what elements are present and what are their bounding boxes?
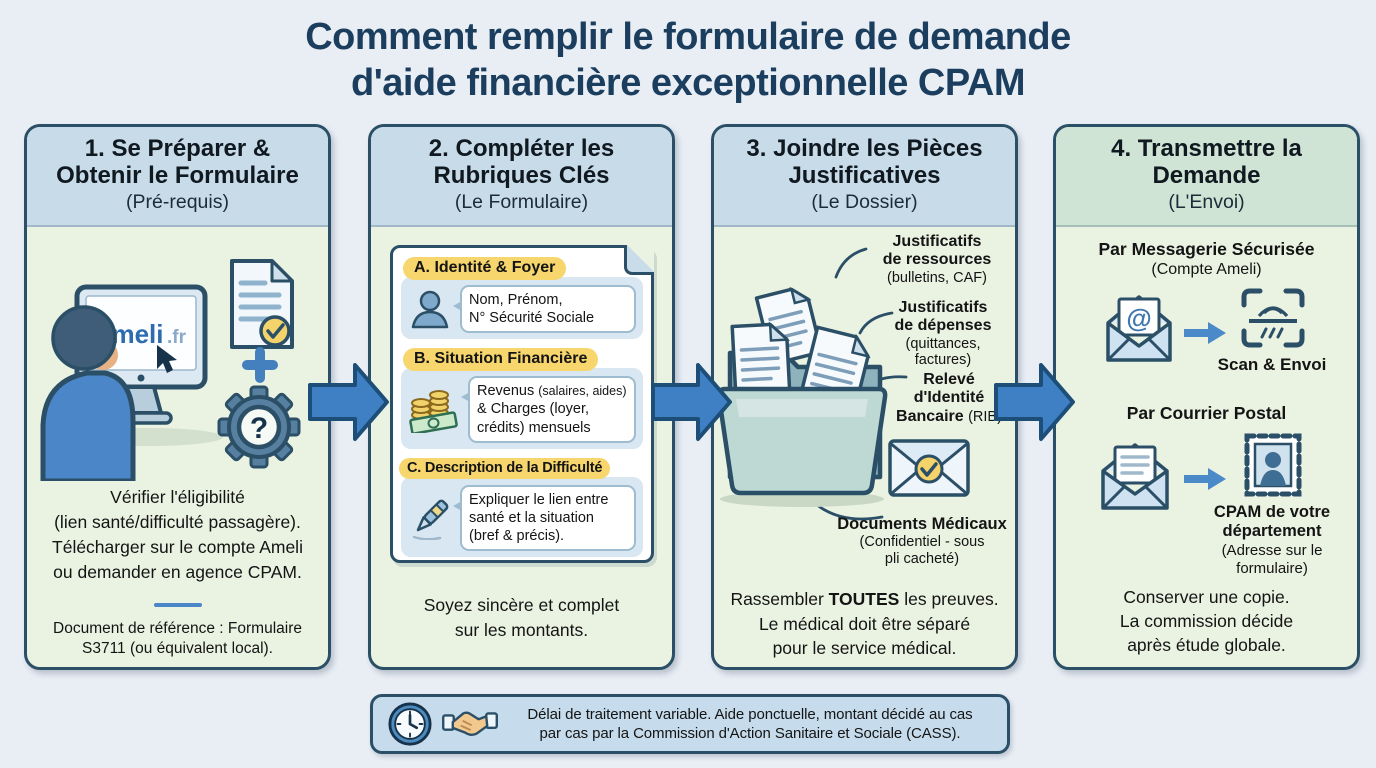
step-3-illustration (716, 247, 970, 521)
step-1-heading: 1. Se Préparer & Obtenir le Formulaire (56, 134, 299, 189)
step-1-panel: 1. Se Préparer & Obtenir le Formulaire (… (24, 124, 331, 670)
step-4-body: Par Messagerie Sécurisée (Compte Ameli) … (1056, 227, 1357, 666)
step-4-header: 4. Transmettre la Demande (L'Envoi) (1056, 127, 1357, 227)
envelope-at-icon: @ (1106, 295, 1172, 362)
gear-question-icon: ? (217, 385, 301, 469)
step-1-illustration: ameli .fr (40, 259, 301, 481)
plus-icon (242, 347, 278, 383)
pen-icon (412, 499, 449, 540)
step-3-panel: 3. Joindre les Pièces Justificatives (Le… (711, 124, 1018, 670)
section-c-bubble: Expliquer le lien entre santé et la situ… (453, 484, 636, 551)
flow-arrow-icon (994, 363, 1075, 441)
at-symbol: @ (1126, 303, 1151, 333)
section-a-bubble: Nom, Prénom, N° Sécurité Sociale (453, 285, 636, 334)
method-1-title: Par Messagerie Sécurisée (1098, 239, 1315, 259)
section-a-row: Nom, Prénom, N° Sécurité Sociale (401, 277, 643, 340)
page-title: Comment remplir le formulaire de demande… (0, 14, 1376, 107)
divider (153, 603, 202, 607)
step-3-body: Justificatifs de ressources (bulletins, … (714, 227, 1015, 666)
step-1-body: ameli .fr (27, 227, 328, 666)
step-2-footer-text: Soyez sincère et complet sur les montant… (423, 595, 620, 640)
step-1-text: Vérifier l'éligibilité (lien santé/diffi… (52, 487, 303, 582)
section-a-label: A. Identité & Foyer (403, 257, 567, 280)
step-4-footer-text: Conserver une copie. La commission décid… (1119, 587, 1294, 656)
section-b-label: B. Situation Financière (403, 348, 599, 372)
section-c-label: C. Description de la Difficulté (399, 457, 611, 479)
section-b-bubble: Revenus (salaires, aides) & Charges (loy… (461, 376, 636, 443)
arrow-right-icon (1184, 468, 1226, 490)
document-check-icon (230, 259, 294, 349)
footer-note-text: Délai de traitement variable. Aide ponct… (527, 705, 973, 743)
step-1-reference-note: Document de référence : Formulaire S3711… (53, 620, 302, 658)
scan-fingerprint-icon (1241, 288, 1305, 348)
step-4-subheading: (L'Envoi) (1168, 191, 1245, 214)
step-4-heading: 4. Transmettre la Demande (1111, 134, 1302, 189)
method-1-subtitle: (Compte Ameli) (1151, 261, 1262, 278)
envelope-check-icon (888, 439, 970, 497)
flow-arrow-icon (308, 363, 389, 441)
stamp-caption: CPAM de votre département (Adresse sur l… (1213, 503, 1331, 577)
label-rib: Relevé d'Identité Bancaire (RIB) (896, 371, 1002, 425)
stamp-icon (1244, 433, 1302, 497)
page-title-line2: d'aide financière exceptionnelle CPAM (350, 62, 1026, 105)
step-3-header: 3. Joindre les Pièces Justificatives (Le… (714, 127, 1015, 227)
label-justificatifs-ressources: Justificatifs de ressources (bulletins, … (882, 233, 992, 286)
screen-suffix: .fr (167, 327, 187, 348)
step-2-header: 2. Compléter les Rubriques Clés (Le Form… (371, 127, 672, 227)
step-2-panel: 2. Compléter les Rubriques Clés (Le Form… (368, 124, 675, 670)
page-title-line1: Comment remplir le formulaire de demande (305, 16, 1071, 58)
label-justificatifs-depenses: Justificatifs de dépenses (quittances, f… (894, 299, 992, 369)
step-1-header: 1. Se Préparer & Obtenir le Formulaire (… (27, 127, 328, 227)
section-b-row: Revenus (salaires, aides) & Charges (loy… (401, 368, 643, 449)
step-4-panel: 4. Transmettre la Demande (L'Envoi) Par … (1053, 124, 1360, 670)
clock-icon (388, 702, 432, 746)
flow-arrow-icon (651, 363, 732, 441)
user-icon (411, 290, 449, 329)
cursor-icon (157, 345, 177, 373)
question-mark: ? (250, 412, 268, 445)
step-2-body: A. Identité & Foyer Nom, Prénom, N° Sécu… (371, 227, 672, 666)
step-3-heading: 3. Joindre les Pièces Justificatives (746, 134, 983, 189)
step-3-footer-text: Rassembler TOUTES les preuves. Le médica… (730, 589, 999, 658)
folder-documents-icon (716, 286, 888, 496)
handshake-icon (442, 711, 498, 736)
money-icon (409, 390, 458, 434)
form-card: A. Identité & Foyer Nom, Prénom, N° Sécu… (390, 245, 654, 563)
person-icon (40, 305, 136, 481)
method-2-title: Par Courrier Postal (1126, 403, 1287, 423)
step-3-subheading: (Le Dossier) (811, 191, 918, 214)
label-documents-medicaux: Documents Médicaux (Confidentiel - sous … (837, 515, 1007, 567)
step-1-subheading: (Pré-requis) (126, 191, 229, 214)
step-2-heading: 2. Compléter les Rubriques Clés (428, 134, 615, 189)
scan-caption: Scan & Envoi (1217, 355, 1327, 374)
step-2-subheading: (Le Formulaire) (454, 191, 589, 214)
folded-corner (624, 245, 654, 275)
arrow-right-icon (1184, 322, 1226, 344)
footer-note: Délai de traitement variable. Aide ponct… (370, 694, 1010, 754)
envelope-letter-icon (1101, 443, 1169, 510)
section-c-row: Expliquer le lien entre santé et la situ… (401, 476, 643, 557)
